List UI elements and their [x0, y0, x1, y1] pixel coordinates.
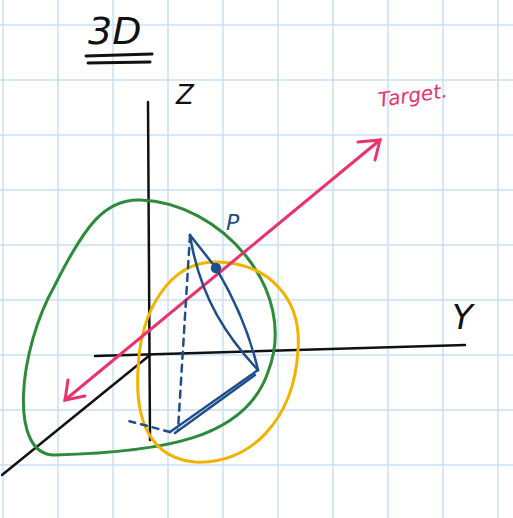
target-arrow — [65, 140, 380, 400]
axes — [2, 102, 465, 475]
axis-label: Z — [176, 82, 194, 108]
title-heading: 3D — [88, 12, 141, 50]
point-label: P — [226, 212, 239, 234]
blue-cone — [125, 235, 258, 433]
axis-label: Y — [452, 300, 473, 334]
title-underline — [86, 54, 152, 63]
green-surface — [23, 200, 275, 455]
yellow-circle — [138, 262, 299, 462]
